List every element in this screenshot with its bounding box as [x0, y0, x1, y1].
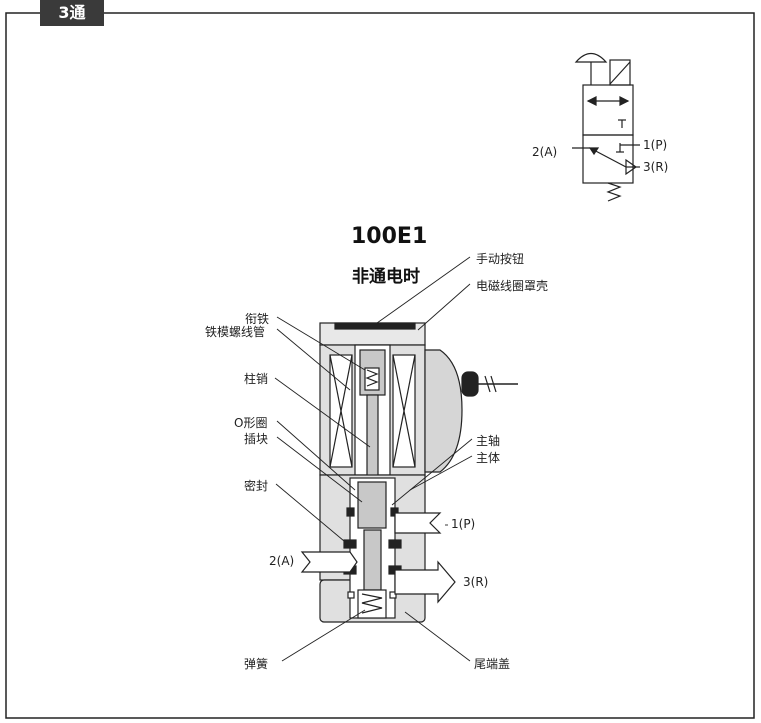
label-port-p: 1(P)	[451, 517, 476, 531]
label-coil-cover: 电磁线圈罩壳	[476, 279, 549, 293]
label-seal: 密封	[244, 479, 269, 493]
label-end-cap: 尾端盖	[474, 657, 511, 671]
section-tab: 3通	[40, 0, 104, 26]
label-armature-tube: 铁模螺线管	[205, 325, 266, 339]
valve-symbol	[572, 52, 640, 202]
leader-lines	[274, 256, 473, 662]
label-plug: 插块	[244, 432, 269, 446]
body-section	[319, 474, 426, 623]
label-port-r: 3(R)	[463, 575, 489, 589]
symbol-port-p: 1(P)	[643, 138, 668, 152]
port-r-arrow	[394, 560, 456, 604]
solenoid-section	[319, 322, 518, 481]
label-spring: 弹簧	[244, 657, 269, 671]
label-pin: 柱销	[244, 372, 269, 386]
symbol-port-r: 3(R)	[643, 160, 669, 174]
port-a-arrow	[300, 551, 358, 573]
frame-border	[5, 12, 755, 719]
label-main-shaft: 主轴	[476, 434, 501, 448]
flow-arrows	[300, 512, 456, 604]
state-subtitle: 非通电时	[352, 267, 420, 287]
model-title: 100E1	[351, 224, 428, 249]
label-o-ring: O形圈	[234, 416, 268, 430]
symbol-port-a: 2(A)	[532, 145, 558, 159]
label-port-a: 2(A)	[269, 554, 295, 568]
label-manual-button: 手动按钮	[476, 252, 525, 266]
port-p-arrow	[394, 512, 442, 534]
exhaust-triangle	[625, 158, 638, 176]
label-main-body: 主体	[476, 451, 501, 465]
section-tab-label: 3通	[58, 3, 86, 22]
label-armature: 衔铁	[245, 312, 270, 326]
